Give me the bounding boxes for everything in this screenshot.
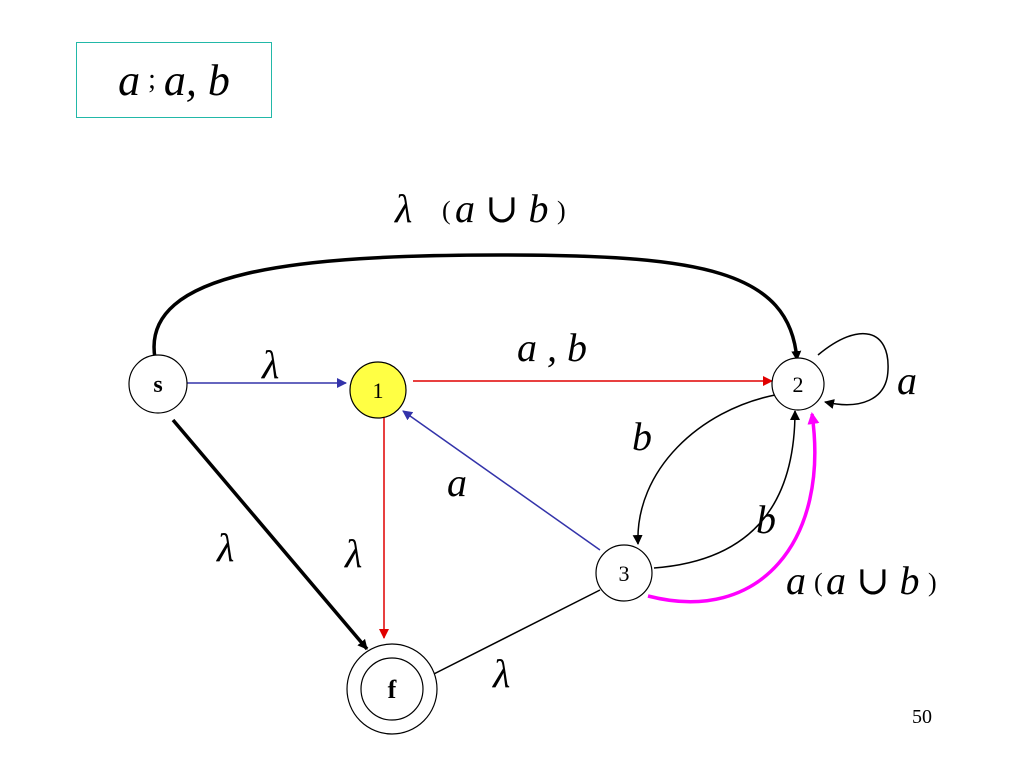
state-3-label: 3 <box>619 561 630 586</box>
expression-separator: ; <box>148 64 156 95</box>
expression-left: a <box>118 55 141 105</box>
label-magenta-a: a <box>786 558 806 603</box>
edge-2-to-3 <box>632 394 776 545</box>
label-3-to-2: b <box>756 497 776 542</box>
expression-right: a, b <box>163 55 230 105</box>
edge-s-to-f <box>171 418 369 651</box>
label-magenta-union: a ∪ b <box>826 558 920 603</box>
label-1-to-2: a , b <box>517 325 587 370</box>
state-2-label: 2 <box>793 372 804 397</box>
edge-2-self-loop <box>817 332 889 409</box>
label-magenta-open: ( <box>814 568 823 597</box>
state-f-label: f <box>388 675 397 704</box>
edge-3-to-f <box>417 589 601 683</box>
label-s-to-1: λ <box>261 342 279 387</box>
edge-3-to-2 <box>653 410 800 569</box>
state-s-label: s <box>153 372 162 398</box>
label-3-to-1: a <box>447 460 467 505</box>
state-s: s <box>128 354 188 414</box>
label-s-to-2-open: ( <box>442 196 451 225</box>
label-magenta-close: ) <box>928 568 937 597</box>
edge-s-to-2 <box>152 253 802 361</box>
label-s-to-2-union: a ∪ b <box>455 186 549 231</box>
label-2-self: a <box>897 358 917 403</box>
state-1: 1 <box>349 361 407 419</box>
expression-box: a ; a, b <box>76 42 272 118</box>
state-3: 3 <box>595 544 653 602</box>
state-f-accepting: f <box>346 643 438 735</box>
label-2-to-3: b <box>632 414 652 459</box>
label-3-to-2-magenta: a ( a ∪ b ) <box>786 558 937 603</box>
page-number: 50 <box>912 706 932 728</box>
label-3-to-f: λ <box>492 651 510 696</box>
state-2: 2 <box>771 357 825 411</box>
edge-3-to-1 <box>402 410 601 551</box>
state-1-label: 1 <box>373 378 384 403</box>
edge-3-to-2-magenta <box>647 412 820 604</box>
label-s-to-2-lambda: λ <box>394 186 412 231</box>
label-1-to-f: λ <box>344 531 362 576</box>
label-s-to-2: λ ( a ∪ b ) <box>394 186 566 231</box>
label-s-to-2-close: ) <box>557 196 566 225</box>
label-s-to-f: λ <box>216 525 234 570</box>
